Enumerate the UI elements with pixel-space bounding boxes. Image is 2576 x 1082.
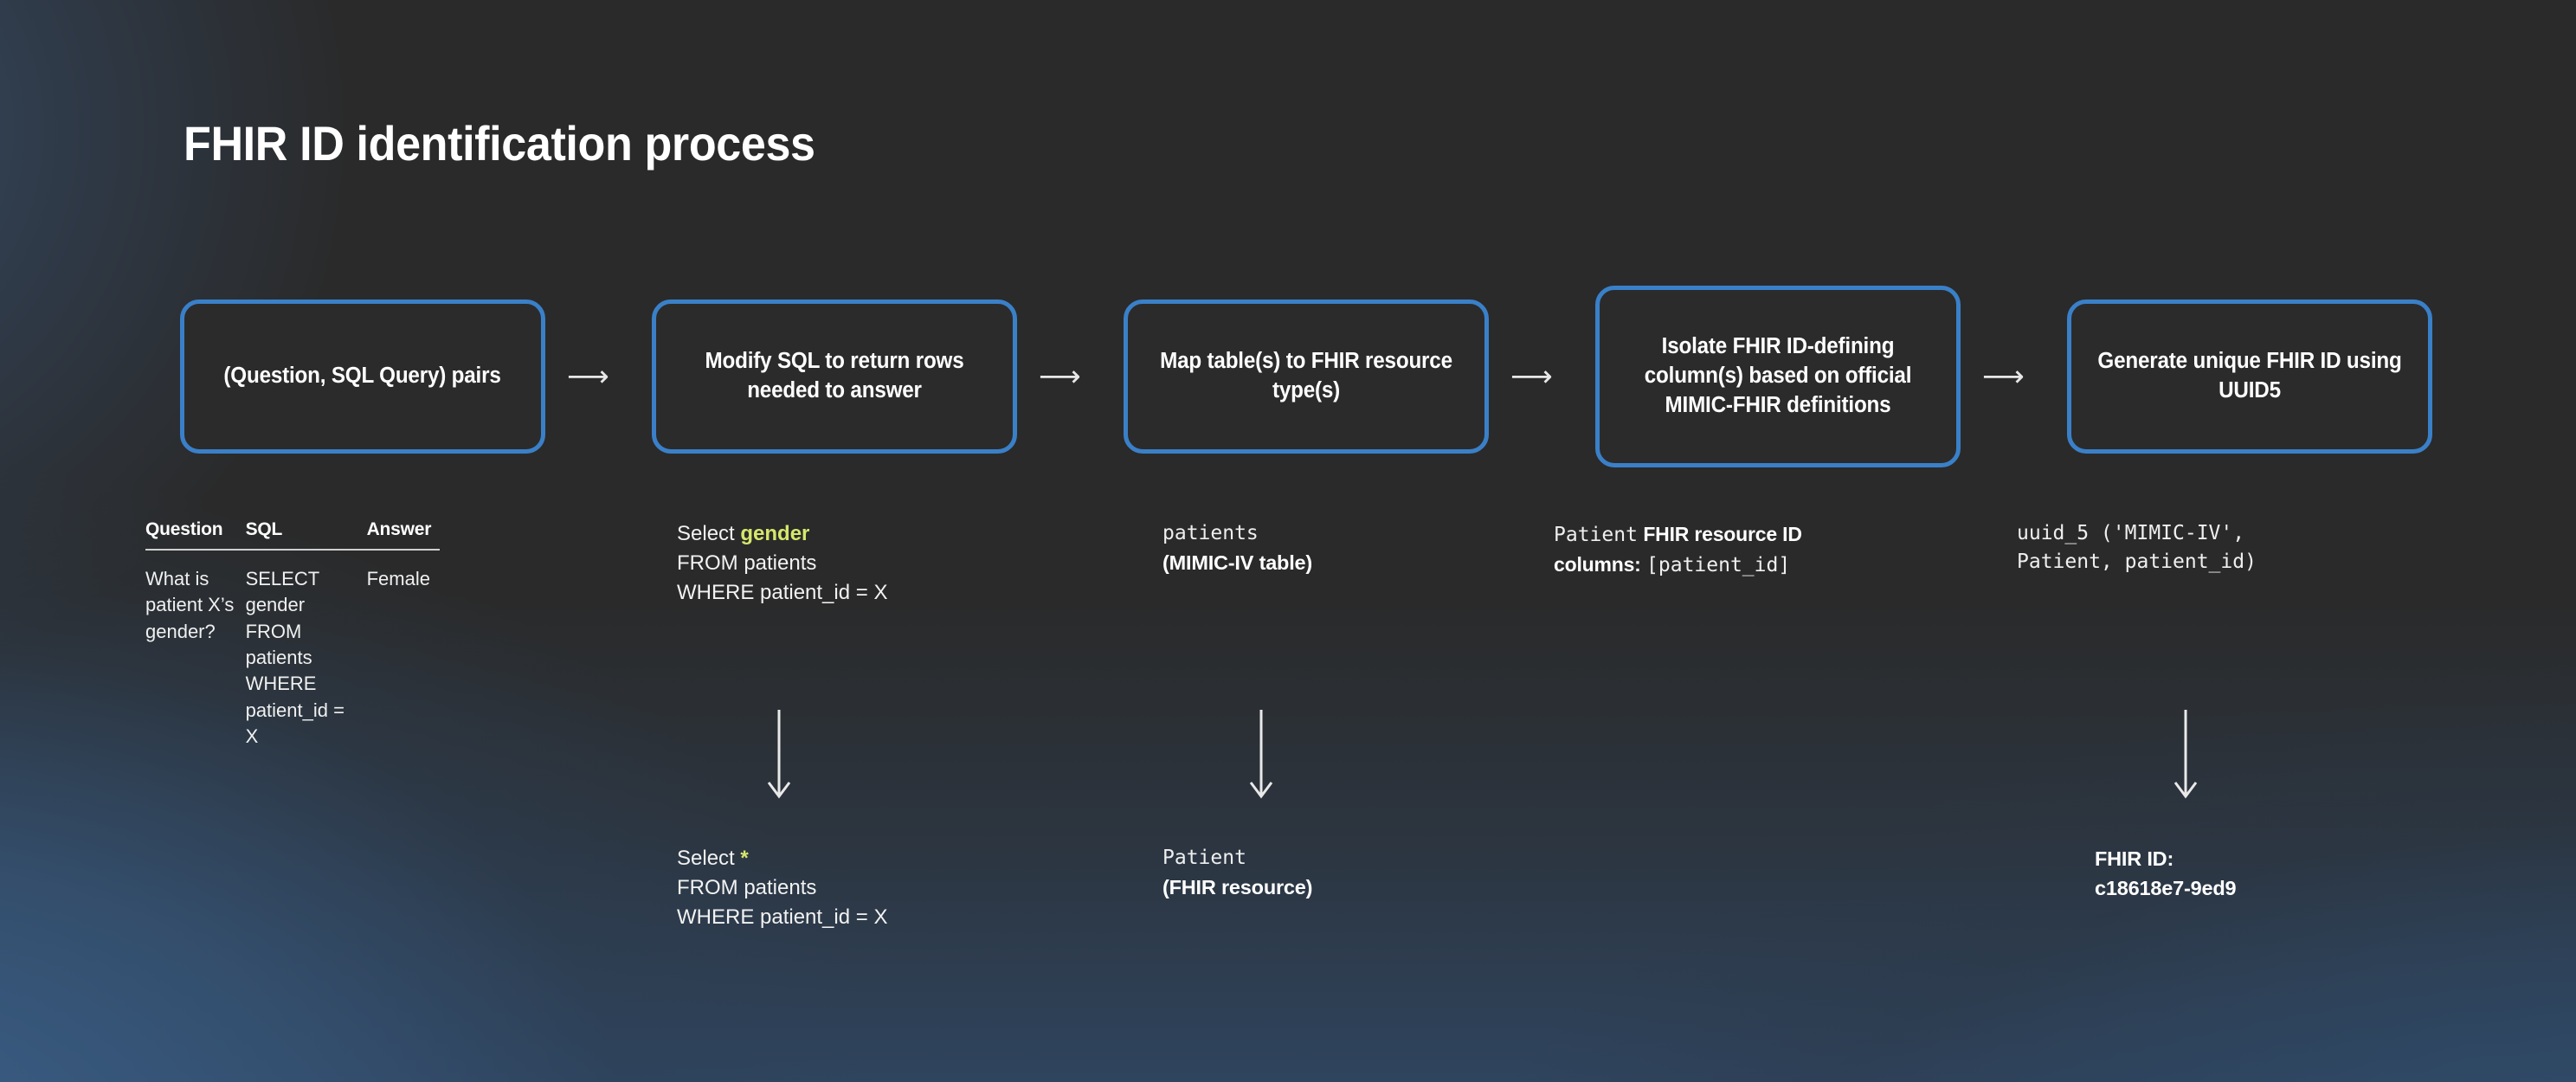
sql-where-clause: WHERE patient_id = X (677, 581, 888, 605)
flow-node-label: Modify SQL to return rows needed to answ… (705, 349, 964, 403)
down-arrow-icon (1244, 708, 1278, 803)
uuid-call-block: uuid_5 ('MIMIC-IV', Patient, patient_id) (2017, 519, 2398, 577)
flow-node-question-sql-pairs[interactable]: (Question, SQL Query) pairs (180, 299, 545, 454)
fhir-columns-label: columns: (1554, 553, 1641, 576)
fhir-resource-id-line-1: Patient FHIR resource ID (1554, 519, 1961, 550)
isolate-columns-block: Patient FHIR resource ID columns: [patie… (1554, 519, 1961, 580)
mimic-table-name: patients (1162, 522, 1259, 544)
flow-node-label: Generate unique FHIR ID using UUID5 (2097, 349, 2402, 403)
table-header-row: Question SQL Answer (145, 519, 440, 551)
down-arrow-icon (762, 708, 796, 803)
mapping-after-block: Patient (FHIR resource) (1162, 844, 1448, 902)
right-arrow-icon: ⟶ (1039, 359, 1081, 394)
cell-sql: SELECT gender FROM patients WHERE patien… (245, 568, 345, 748)
sql-highlighted-column: gender (740, 522, 810, 545)
sql-before-code: Select gender FROM patients WHERE patien… (677, 519, 963, 608)
sql-after-block: Select * FROM patients WHERE patient_id … (677, 844, 971, 932)
right-arrow-icon: ⟶ (1982, 359, 2025, 394)
flow-node-isolate-columns[interactable]: Isolate FHIR ID-defining column(s) based… (1595, 286, 1961, 467)
flow-node-label: Isolate FHIR ID-defining column(s) based… (1644, 334, 1912, 417)
sql-after-code: Select * FROM patients WHERE patient_id … (677, 844, 971, 932)
flow-node-generate-uuid[interactable]: Generate unique FHIR ID using UUID5 (2067, 299, 2432, 454)
column-header-answer: Answer (366, 519, 440, 551)
fhir-columns-value: [patient_id] (1646, 554, 1791, 577)
fhir-id-result-block: FHIR ID: c18618e7-9ed9 (2095, 844, 2441, 903)
sql-from-clause: FROM patients (677, 876, 817, 900)
fhir-resource-name: Patient (1554, 524, 1638, 546)
qa-example-table: Question SQL Answer What is patient X’s … (145, 519, 440, 750)
uuid-call-line-2: Patient, patient_id) (2017, 551, 2257, 574)
right-arrow-icon: ⟶ (1510, 359, 1553, 394)
column-header-sql: SQL (245, 519, 367, 551)
mimic-table-caption: (MIMIC-IV table) (1162, 551, 1313, 575)
sql-where-clause: WHERE patient_id = X (677, 905, 888, 930)
flow-node-label: (Question, SQL Query) pairs (223, 364, 502, 389)
flow-node-label: Map table(s) to FHIR resource type(s) (1160, 349, 1452, 403)
uuid-call-line-1: uuid_5 ('MIMIC-IV', (2017, 522, 2245, 544)
sql-select-keyword: Select (677, 847, 741, 870)
page-title: FHIR ID identification process (184, 116, 815, 171)
table-row: What is patient X’s gender? SELECT gende… (145, 550, 440, 750)
cell-answer: Female (366, 568, 430, 589)
fhir-resource-name: Patient (1162, 847, 1246, 869)
sql-before-block: Select gender FROM patients WHERE patien… (677, 519, 963, 608)
fhir-resource-caption: (FHIR resource) (1162, 876, 1313, 899)
flow-node-map-tables[interactable]: Map table(s) to FHIR resource type(s) (1124, 299, 1489, 454)
fhir-id-label: FHIR ID: (2095, 847, 2174, 870)
right-arrow-icon: ⟶ (567, 359, 609, 394)
cell-question: What is patient X’s gender? (145, 568, 235, 642)
sql-highlighted-star: * (740, 847, 749, 870)
down-arrow-icon (2168, 708, 2203, 803)
fhir-id-value: c18618e7-9ed9 (2095, 877, 2237, 900)
process-flow: (Question, SQL Query) pairs ⟶ Modify SQL… (180, 286, 2432, 485)
column-header-question: Question (145, 519, 246, 551)
fhir-resource-id-label: FHIR resource ID (1643, 523, 1802, 545)
fhir-resource-id-line-2: columns: [patient_id] (1554, 550, 1961, 580)
flow-node-modify-sql[interactable]: Modify SQL to return rows needed to answ… (652, 299, 1017, 454)
qa-example-table-wrapper: Question SQL Answer What is patient X’s … (145, 519, 448, 750)
sql-from-clause: FROM patients (677, 551, 817, 576)
mapping-before-block: patients (MIMIC-IV table) (1162, 519, 1448, 577)
sql-select-keyword: Select (677, 522, 741, 545)
